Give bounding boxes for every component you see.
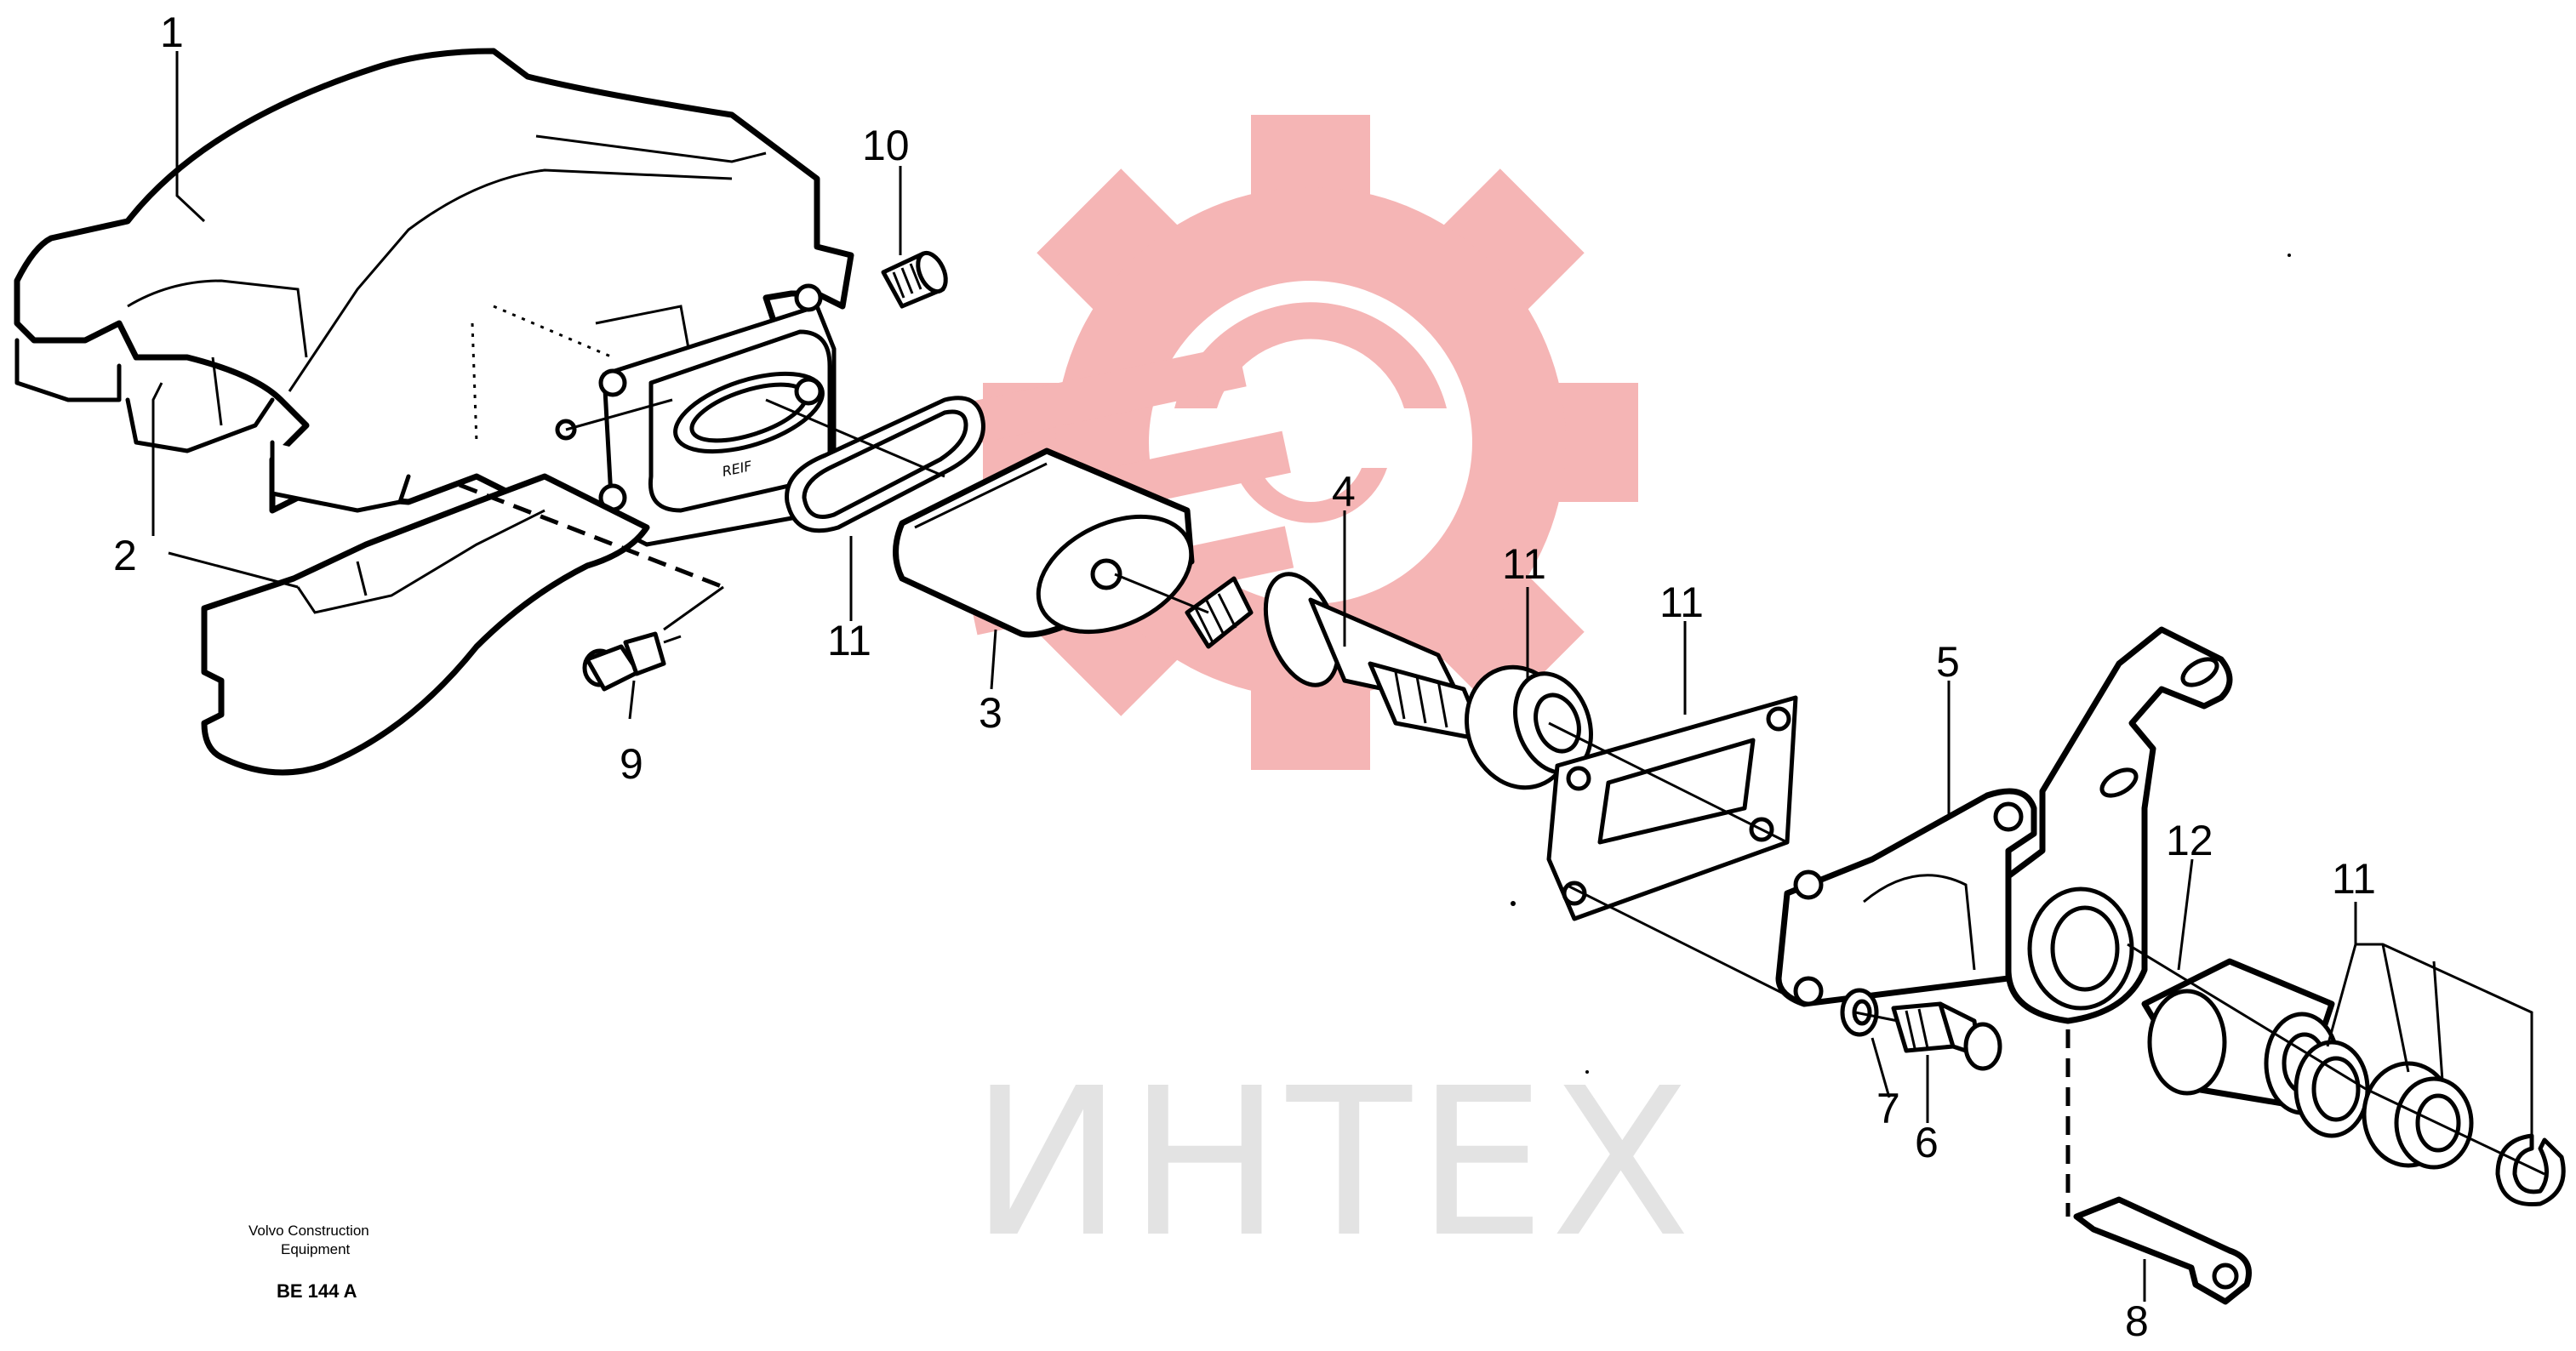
part-11-rings [2293, 1040, 2566, 1207]
callout-6: 6 [1915, 1119, 1939, 1166]
callout-9: 9 [620, 740, 643, 788]
callout-leaders [151, 51, 2533, 1302]
credit-line-2: Equipment [281, 1241, 351, 1257]
part-10-screw [881, 250, 948, 309]
callout-11-gasket: 11 [1659, 579, 1704, 626]
callout-11-oval-seal: 11 [827, 617, 871, 664]
part-9-grease-nipple [582, 631, 682, 692]
part-5-bracket [1775, 788, 2037, 1007]
callout-12: 12 [2166, 817, 2213, 864]
part-12-sleeve [2141, 958, 2340, 1115]
part-6-bolt [1891, 1001, 2002, 1071]
part-11-round-seal [1464, 664, 1593, 790]
callout-10: 10 [862, 122, 910, 169]
callout-3: 3 [979, 689, 1002, 737]
callout-1: 1 [160, 9, 184, 56]
callout-labels: 1 2 3 4 5 6 7 8 9 10 11 11 11 11 12 [113, 9, 2376, 1345]
credit-line-1: Volvo Construction [248, 1223, 369, 1239]
part-2-cover-plate [201, 473, 650, 776]
callout-11-rings: 11 [2332, 855, 2376, 903]
callout-5: 5 [1936, 638, 1960, 686]
specks [1511, 254, 2291, 1074]
part-4-shaft [1185, 572, 1488, 743]
callout-7: 7 [1876, 1085, 1900, 1132]
part-8-clip [2073, 1196, 2252, 1305]
watermark-text: ИНТЕХ [970, 1044, 1696, 1282]
credit-block: Volvo Construction Equipment BE 144 A [248, 1223, 369, 1302]
drawing-code: BE 144 A [277, 1280, 357, 1302]
part-11-oval-seal [785, 396, 985, 533]
callout-11-round-seal: 11 [1502, 540, 1546, 588]
callout-8: 8 [2125, 1297, 2149, 1345]
part-5-lever-arm [2005, 626, 2233, 1024]
assembly-lines [459, 398, 2545, 1217]
part-1-housing: REIF [14, 48, 854, 548]
callout-2: 2 [113, 532, 137, 579]
callout-4: 4 [1332, 468, 1356, 516]
